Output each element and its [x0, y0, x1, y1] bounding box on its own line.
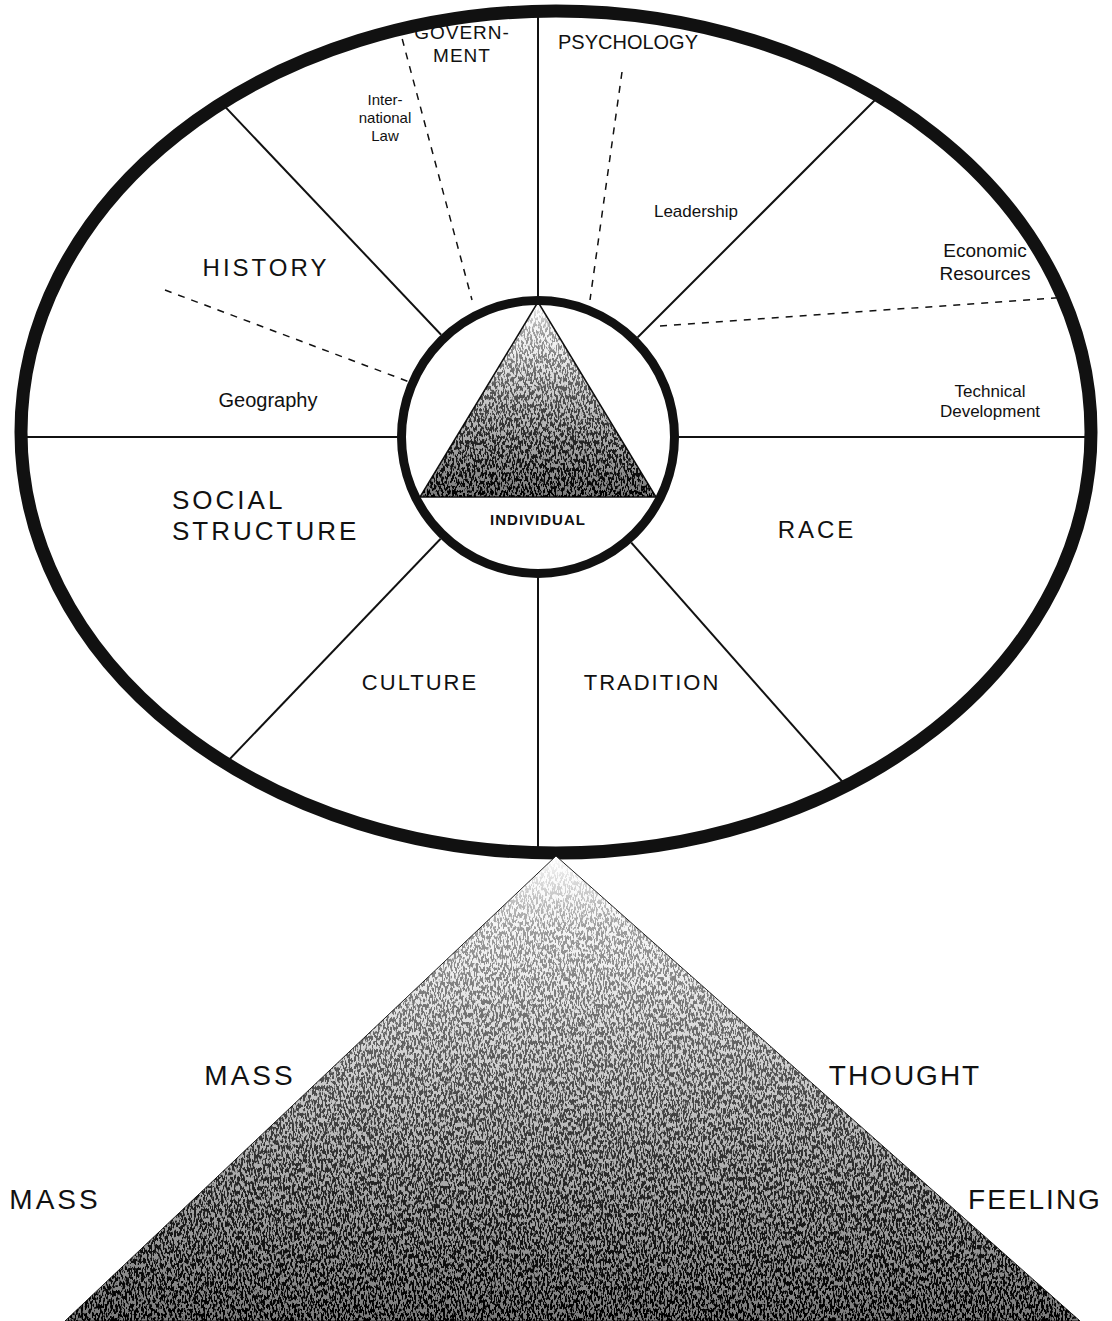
- sector-region: HISTORY Geography: [170, 235, 370, 425]
- sector-region: CULTURE: [350, 660, 490, 710]
- individual-circle-outline: [397, 296, 679, 578]
- circle-outline: [402, 301, 675, 574]
- pyramid-side-label: FEELING: [968, 1183, 1102, 1217]
- sector-region: Economic ResourcesTechnical Development: [915, 230, 1085, 430]
- wheel-ground: [21, 11, 1091, 853]
- sector-region: GOVERN- MENT Inter- national Law: [340, 15, 530, 155]
- sector-region: RACE: [760, 505, 880, 555]
- mass-pyramid: [65, 856, 1080, 1321]
- sector-region: PSYCHOLOGY Leadership: [545, 15, 775, 245]
- sector-heading: CULTURE: [355, 670, 485, 696]
- sector-heading: PSYCHOLOGY: [543, 30, 713, 54]
- center-heading: INDIVIDUAL: [473, 511, 603, 529]
- outer-wheel-rim: [21, 11, 1091, 853]
- sub-sector-text: Inter- national Law: [354, 91, 416, 145]
- sub-sector-text: Economic Resources: [933, 240, 1038, 286]
- sector-heading: SOCIAL STRUCTURE: [172, 485, 377, 547]
- sector-heading: TRADITION: [577, 670, 727, 696]
- dashed-divider: [590, 72, 622, 300]
- sector-heading: RACE: [762, 516, 872, 545]
- sector-region: TRADITION: [570, 660, 740, 710]
- mass-pyramid-stipple: [65, 856, 1080, 1321]
- sub-sector-text: Technical Development: [934, 382, 1046, 423]
- sector-heading: HISTORY: [186, 254, 346, 283]
- dashed-divider: [165, 290, 420, 386]
- individual-circle: INDIVIDUAL: [397, 296, 679, 578]
- pyramid-side-label: THOUGHT: [829, 1059, 981, 1093]
- sector-region: SOCIAL STRUCTURE: [165, 478, 410, 558]
- sub-sector-text: Leadership: [636, 202, 756, 222]
- inner-circle-ground: [397, 296, 679, 578]
- pyramid-side-label: MASS: [204, 1059, 295, 1093]
- sub-sector-text: Geography: [198, 388, 338, 412]
- sector-heading: GOVERN- MENT: [407, 22, 517, 68]
- dashed-divider: [660, 294, 1110, 326]
- pyramid-side-label: MASS: [9, 1183, 100, 1217]
